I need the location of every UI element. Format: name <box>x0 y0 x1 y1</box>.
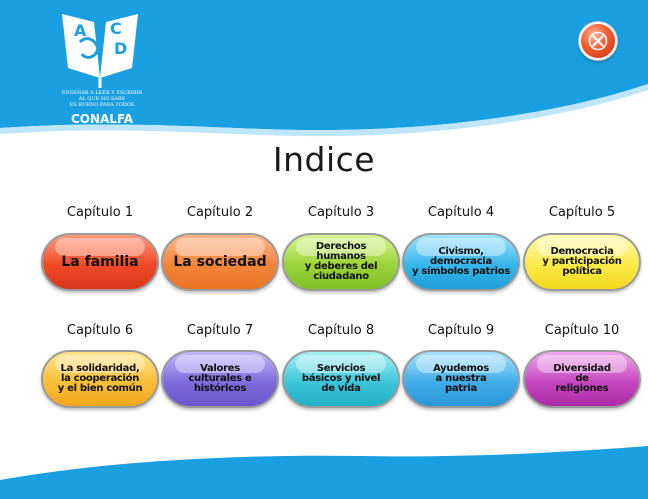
page-title: Indice <box>272 140 376 179</box>
logo-letter-a: A <box>74 21 87 40</box>
chapter-label: Capítulo 8 <box>307 323 375 338</box>
chapter-3-button[interactable]: Derechos humanos y deberes del ciudadano <box>282 233 400 291</box>
chapter-title: Diversidad de religiones <box>553 363 611 394</box>
chapter-title: La familia <box>61 253 139 270</box>
chapter-title: Valores culturales e históricos <box>188 363 252 394</box>
chapter-title: Democracia y participación política <box>542 246 622 277</box>
logo-tagline-line: AL QUE NO SABE <box>78 96 126 102</box>
chapter-title: Civismo, democracia y símbolos patrios <box>411 246 511 277</box>
header-wave-highlight <box>0 84 648 137</box>
chapter-6-button[interactable]: La solidaridad, la cooperación y el bien… <box>41 350 159 408</box>
close-button[interactable] <box>579 22 617 60</box>
logo-tagline: ENSEÑAR A LEER Y ESCRIBIR AL QUE NO SABE… <box>52 90 152 108</box>
chapter-label: Capítulo 6 <box>66 323 134 338</box>
chapter-10-button[interactable]: Diversidad de religiones <box>523 350 641 408</box>
logo-letter-d: D <box>114 39 127 58</box>
logo-name: CONALFA <box>70 112 134 126</box>
header-wave <box>0 0 648 131</box>
logo-letter-c: C <box>110 19 122 38</box>
chapter-label: Capítulo 9 <box>427 323 495 338</box>
logo-letter-b: B <box>93 14 105 33</box>
chapter-title: Ayudemos a nuestra patria <box>433 363 489 394</box>
chapter-label: Capítulo 7 <box>186 323 254 338</box>
chapter-4-button[interactable]: Civismo, democracia y símbolos patrios <box>402 233 520 291</box>
chapter-label: Capítulo 1 <box>66 205 134 220</box>
chapter-1-button[interactable]: La familia <box>41 233 159 291</box>
close-x-icon <box>588 31 608 51</box>
chapter-label: Capítulo 10 <box>544 323 620 338</box>
chapter-title: Servicios básicos y nivel de vida <box>301 363 381 394</box>
footer-wave <box>0 446 648 499</box>
chapter-8-button[interactable]: Servicios básicos y nivel de vida <box>282 350 400 408</box>
chapter-9-button[interactable]: Ayudemos a nuestra patria <box>402 350 520 408</box>
conalfa-logo: A B C D ENSEÑAR A LEER Y ESCRIBIR AL QUE… <box>52 8 152 130</box>
chapter-label: Capítulo 4 <box>427 205 495 220</box>
chapter-title: Derechos humanos y deberes del ciudadano <box>304 241 378 282</box>
chapter-7-button[interactable]: Valores culturales e históricos <box>161 350 279 408</box>
chapter-5-button[interactable]: Democracia y participación política <box>523 233 641 291</box>
chapter-title: La sociedad <box>173 253 267 270</box>
abcd-book-logo-icon: A B C D <box>62 14 138 88</box>
chapter-label: Capítulo 5 <box>548 205 616 220</box>
chapter-title: La solidaridad, la cooperación y el bien… <box>57 363 143 394</box>
chapter-2-button[interactable]: La sociedad <box>161 233 279 291</box>
logo-tagline-line: ES BUENO PARA TODOS <box>69 102 135 108</box>
logo-tagline-line: ENSEÑAR A LEER Y ESCRIBIR <box>61 90 143 96</box>
chapter-label: Capítulo 2 <box>186 205 254 220</box>
chapter-label: Capítulo 3 <box>307 205 375 220</box>
